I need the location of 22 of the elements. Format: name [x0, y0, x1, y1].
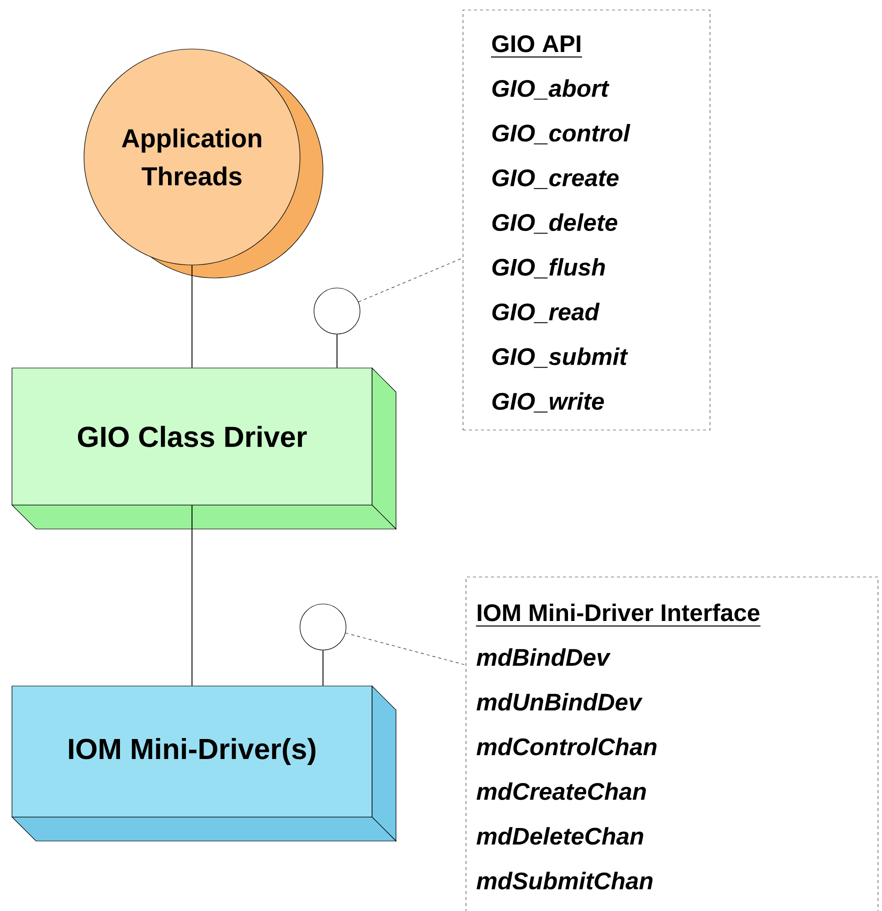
- function-name: GIO_control: [492, 124, 630, 144]
- note-heading: GIO API: [490, 35, 583, 58]
- connector-line: [322, 650, 324, 686]
- function-name: mdControlChan: [476, 738, 656, 756]
- connector-line: [336, 334, 338, 368]
- function-name: GIO_write: [492, 392, 604, 413]
- function-name: GIO_read: [492, 302, 600, 324]
- leader-line: [345, 632, 466, 666]
- function-name: mdDeleteChan: [476, 827, 644, 845]
- function-name: mdCreateChan: [476, 782, 646, 800]
- function-name: GIO_delete: [492, 213, 618, 234]
- interface-circle: [314, 288, 360, 334]
- function-name: mdUnBindDev: [476, 693, 643, 711]
- function-name: GIO_submit: [492, 348, 628, 368]
- function-name: GIO_abort: [492, 79, 610, 100]
- function-name: GIO_create: [492, 169, 619, 190]
- note-heading: IOM Mini-Driver Interface: [476, 604, 761, 626]
- function-name: mdSubmitChan: [476, 872, 653, 890]
- leader-line: [358, 258, 463, 302]
- interface-circle: [300, 604, 346, 650]
- function-name: mdBindDev: [476, 648, 611, 666]
- function-name: GIO_flush: [492, 258, 605, 278]
